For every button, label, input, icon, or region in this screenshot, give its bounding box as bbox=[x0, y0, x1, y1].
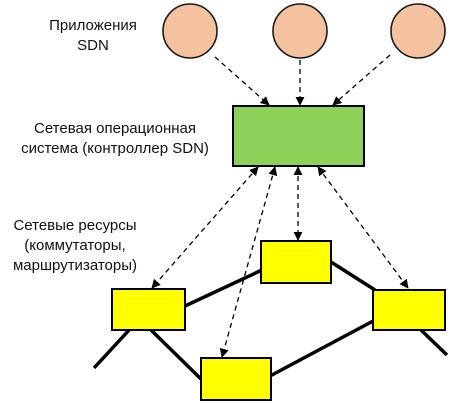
applications bbox=[162, 3, 446, 59]
arrow-controller-switch-right bbox=[317, 166, 409, 289]
applications-label: Приложения SDN bbox=[18, 16, 168, 56]
sdn-controller-node bbox=[232, 105, 365, 167]
arrow-controller-switch-left bbox=[151, 166, 259, 289]
network-os-label: Сетевая операционная система (контроллер… bbox=[0, 119, 230, 159]
application-node bbox=[390, 3, 446, 59]
switch-node-left bbox=[111, 288, 186, 331]
application-node bbox=[272, 3, 328, 59]
link-bottom-right bbox=[269, 318, 376, 378]
switch-node-right bbox=[372, 289, 446, 331]
applications-label-line: SDN bbox=[77, 37, 109, 54]
link-left-top bbox=[184, 268, 263, 308]
control-arrows bbox=[151, 54, 409, 358]
arrow-controller-switch-bottom bbox=[219, 166, 278, 358]
application-node bbox=[162, 3, 218, 59]
arrow-app3-controller bbox=[332, 54, 391, 106]
applications-label-line: Приложения bbox=[49, 17, 137, 34]
link-top-right bbox=[330, 260, 376, 292]
network-os-label-line: система (контроллер SDN) bbox=[21, 140, 209, 157]
link-left-bottom bbox=[148, 327, 204, 382]
link-left-outside bbox=[92, 327, 132, 370]
network-os-label-line: Сетевая операционная bbox=[34, 120, 196, 137]
link-right-outside bbox=[418, 327, 449, 357]
network-resources-label-line: Сетевые ресурсы bbox=[13, 217, 137, 234]
network-switches bbox=[111, 240, 446, 401]
switch-node-bottom bbox=[200, 357, 272, 401]
switch-node-top bbox=[260, 240, 332, 284]
arrow-app1-controller bbox=[214, 56, 270, 106]
network-resources-label-line: (коммутаторы, bbox=[24, 237, 126, 254]
network-resources-label-line: маршрутизаторы) bbox=[12, 257, 137, 274]
network-resources-label: Сетевые ресурсы (коммутаторы, маршрутиза… bbox=[0, 216, 150, 276]
